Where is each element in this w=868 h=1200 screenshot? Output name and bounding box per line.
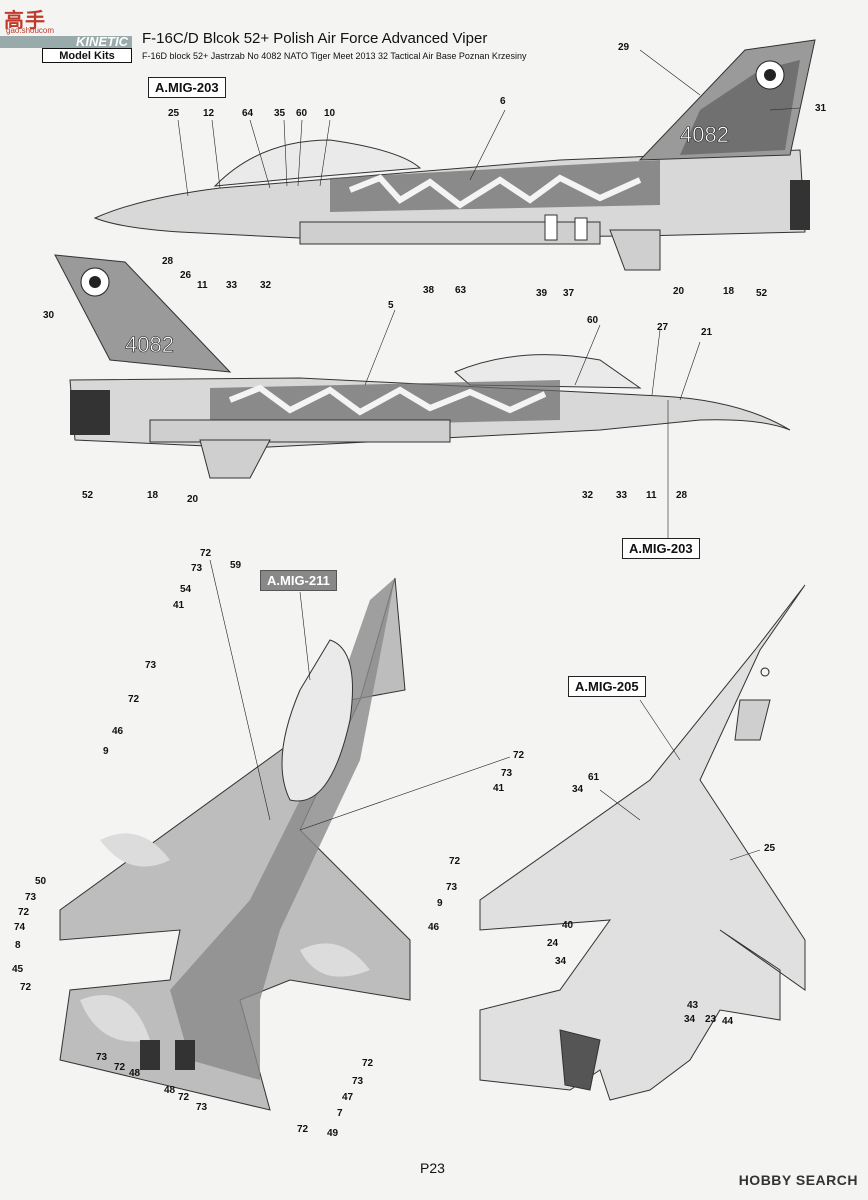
decal-ref-bottom-view: A.MIG-205 — [568, 676, 646, 697]
callout: 73 — [196, 1102, 208, 1113]
callout: 74 — [14, 922, 26, 933]
page-number: P23 — [420, 1160, 445, 1176]
callout: 73 — [501, 768, 513, 779]
callout: 34 — [684, 1014, 696, 1025]
decal-ref-side-top: A.MIG-203 — [148, 77, 226, 98]
callout: 52 — [756, 288, 768, 299]
callout: 64 — [242, 108, 254, 119]
callout: 25 — [168, 108, 180, 119]
callout: 33 — [616, 490, 628, 501]
callout: 41 — [493, 783, 505, 794]
callout: 37 — [563, 288, 575, 299]
tail-number-1: 4082 — [680, 122, 729, 147]
callout: 5 — [388, 300, 394, 311]
callout: 46 — [428, 922, 440, 933]
callout: 30 — [43, 310, 55, 321]
callout: 72 — [128, 694, 140, 705]
bottom-view — [479, 584, 806, 1101]
side-view-right: 4082 — [93, 39, 816, 271]
callout: 47 — [342, 1092, 354, 1103]
callout: 48 — [164, 1085, 176, 1096]
site-url: gao.shoucom — [6, 26, 55, 35]
callout: 7 — [337, 1108, 343, 1119]
callout: 29 — [618, 42, 630, 53]
callout: 63 — [455, 285, 467, 296]
callout: 73 — [352, 1076, 364, 1087]
callout: 31 — [815, 103, 827, 114]
callout: 35 — [274, 108, 286, 119]
callout: 60 — [296, 108, 308, 119]
callout: 10 — [324, 108, 336, 119]
callout: 11 — [646, 490, 657, 501]
callout: 52 — [82, 490, 94, 501]
callout: 54 — [180, 584, 192, 595]
side-view-left: 4082 — [54, 254, 791, 479]
callout: 34 — [572, 784, 584, 795]
callout: 26 — [180, 270, 192, 281]
callout: 9 — [103, 746, 109, 757]
callout: 72 — [297, 1124, 309, 1135]
callout: 72 — [513, 750, 525, 761]
callout: 18 — [147, 490, 159, 501]
site-logo: 高手 — [4, 10, 46, 32]
callout: 25 — [764, 843, 776, 854]
callout: 34 — [555, 956, 567, 967]
callout: 46 — [112, 726, 124, 737]
callout: 72 — [114, 1062, 126, 1073]
callout: 72 — [362, 1058, 374, 1069]
callout: 24 — [547, 938, 559, 949]
callout: 72 — [449, 856, 461, 867]
callout: 18 — [723, 286, 735, 297]
callout: 27 — [657, 322, 669, 333]
callout: 73 — [145, 660, 157, 671]
tail-number-2: 4082 — [125, 332, 174, 357]
decal-ref-top-view: A.MIG-211 — [260, 570, 337, 591]
callout: 72 — [200, 548, 212, 559]
callout: 9 — [437, 898, 443, 909]
callout: 23 — [705, 1014, 717, 1025]
callout: 43 — [687, 1000, 699, 1011]
callout: 20 — [673, 286, 685, 297]
brand-name: KINETIC — [0, 35, 132, 48]
watermark: HOBBY SEARCH — [738, 1172, 858, 1188]
decal-ref-side-bottom: A.MIG-203 — [622, 538, 700, 559]
callout: 32 — [582, 490, 594, 501]
page-title: F-16C/D Blcok 52+ Polish Air Force Advan… — [142, 30, 488, 47]
callout: 45 — [12, 964, 24, 975]
callout: 73 — [191, 563, 203, 574]
callout: 20 — [187, 494, 199, 505]
callout: 38 — [423, 285, 435, 296]
callout: 28 — [162, 256, 174, 267]
callout: 72 — [178, 1092, 190, 1103]
callout: 32 — [260, 280, 272, 291]
callout: 21 — [701, 327, 713, 338]
callout: 72 — [20, 982, 32, 993]
callout: 60 — [587, 315, 599, 326]
top-view — [59, 577, 411, 1111]
brand-subtitle: Model Kits — [42, 48, 132, 63]
callout: 11 — [197, 280, 208, 291]
callout: 50 — [35, 876, 47, 887]
callout: 48 — [129, 1068, 141, 1079]
brand-block: 高手 gao.shoucom KINETIC Model Kits — [0, 0, 132, 64]
callout: 6 — [500, 96, 506, 107]
callout: 49 — [327, 1128, 339, 1139]
callout: 8 — [15, 940, 21, 951]
callout: 33 — [226, 280, 238, 291]
callout: 41 — [173, 600, 185, 611]
callout: 73 — [446, 882, 458, 893]
callout: 40 — [562, 920, 574, 931]
page-subtitle: F-16D block 52+ Jastrzab No 4082 NATO Ti… — [142, 51, 527, 61]
callout: 73 — [25, 892, 37, 903]
callout: 59 — [230, 560, 242, 571]
callout: 73 — [96, 1052, 108, 1063]
callout: 44 — [722, 1016, 734, 1027]
callout: 72 — [18, 907, 30, 918]
callout: 28 — [676, 490, 688, 501]
callout: 12 — [203, 108, 215, 119]
callout: 39 — [536, 288, 548, 299]
callout: 61 — [588, 772, 600, 783]
